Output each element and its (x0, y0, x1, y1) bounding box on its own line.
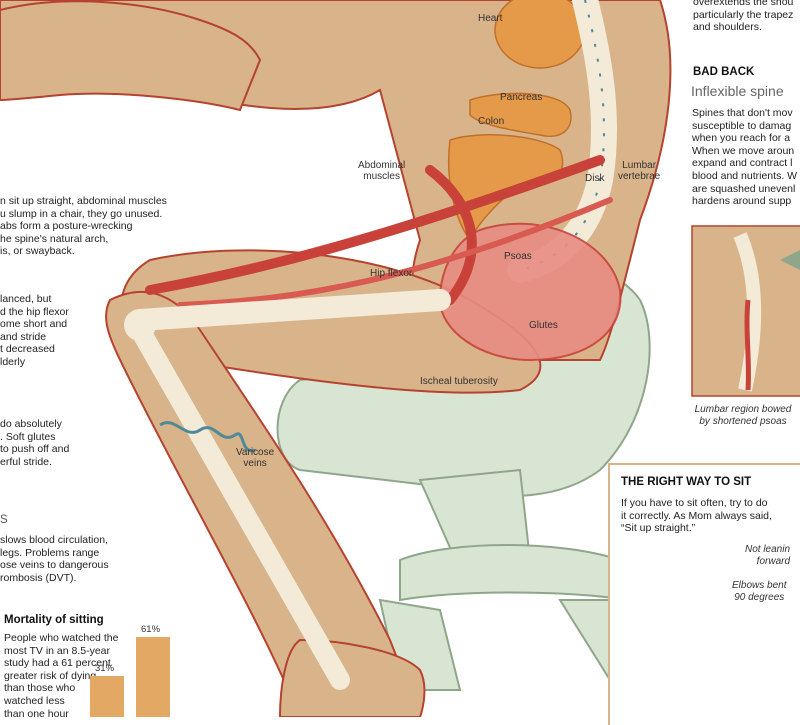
abs-line5: is, or swayback. (0, 245, 75, 258)
label-heart: Heart (478, 13, 503, 24)
mortality-bar-chart: 31% 61% (88, 618, 178, 717)
abs-line3: abs form a posture-wrecking (0, 220, 133, 233)
right-way-panel (608, 463, 800, 725)
label-varicose-line1: Varicose (236, 447, 275, 458)
organs (447, 0, 586, 242)
label-psoas: Psoas (504, 251, 532, 262)
bad-back-line5: expand and contract l (692, 157, 793, 170)
inset-caption: Lumbar region bowed by shortened psoas (688, 404, 798, 428)
label-colon: Colon (478, 116, 505, 127)
mortality-bar-1 (90, 676, 124, 717)
varicose-veins (159, 421, 256, 452)
bad-back-line2: susceptible to damag (692, 119, 792, 132)
mortality-bar-label-1: 31% (95, 663, 115, 674)
hip-line6: lderly (0, 355, 26, 368)
mortality-line4: greater risk of dying (4, 669, 97, 682)
leg-bones (124, 289, 451, 690)
bad-back-line3: when you reach for a (692, 132, 791, 145)
top-right-line3: and shoulders. (693, 21, 762, 34)
label-glutes: Glutes (529, 320, 558, 331)
label-abdominal-line1: Abdominal (358, 160, 406, 171)
note-elbows-bent: Elbows bent 90 degrees (732, 580, 786, 604)
bad-back-line1: Spines that don't mov (692, 107, 793, 119)
label-varicose-line2: veins (243, 458, 267, 469)
legs-line2: legs. Problems range (0, 546, 100, 559)
label-hip-flexor: Hip flexor (370, 268, 413, 279)
bad-back-title: BAD BACK (693, 66, 755, 78)
right-way-line3: “Sit up straight.” (621, 522, 696, 535)
mortality-line3: study had a 61 percent (4, 657, 111, 670)
bad-back-subtitle: Inflexible spine (691, 83, 784, 99)
mortality-bar-label-2: 61% (141, 624, 161, 635)
right-way-title: THE RIGHT WAY TO SIT (621, 476, 752, 488)
mortality-bar-2 (136, 637, 170, 717)
right-way-body: If you have to sit often, try to do it c… (621, 497, 772, 535)
top-right-line2: particularly the trapez (693, 8, 794, 21)
top-right-text: overextends the shou particularly the tr… (693, 0, 793, 34)
label-abdominal-muscles: Abdominal muscles (358, 160, 405, 182)
abs-line2: u slump in a chair, they go unused. (0, 207, 163, 220)
abs-text: n sit up straight, abdominal muscles u s… (0, 195, 167, 258)
label-lumbar-line2: vertebrae (618, 171, 661, 182)
glutes-line3: to push off and (0, 443, 70, 456)
right-way-line2: it correctly. As Mom always said, (621, 509, 772, 522)
label-disk: Disk (585, 173, 605, 184)
hip-line3: ome short and (0, 318, 68, 331)
glutes-line4: erful stride. (0, 455, 52, 468)
label-pancreas: Pancreas (500, 92, 543, 103)
glutes-line1: do absolutely (0, 418, 62, 430)
label-lumbar-line1: Lumbar (622, 160, 657, 171)
pelvis-and-muscles (145, 155, 622, 362)
bad-back-body: Spines that don't mov susceptible to dam… (692, 107, 797, 208)
glutes-text: do absolutely . Soft glutes to push off … (0, 418, 69, 468)
note-not-leaning-line1: Not leanin (745, 544, 791, 555)
bad-back-line8: hardens around supp (692, 195, 792, 208)
legs-text: slows blood circulation, legs. Problems … (0, 534, 109, 584)
hip-line1: lanced, but (0, 293, 52, 305)
mortality-line1: People who watched the (4, 632, 119, 644)
inset-caption-line2: by shortened psoas (699, 416, 787, 427)
top-right-line1: overextends the shou (693, 0, 794, 8)
label-lumbar-vertebrae: Lumbar vertebrae (618, 160, 660, 182)
glutes-line2: . Soft glutes (0, 430, 56, 443)
label-abdominal-line2: muscles (363, 171, 400, 182)
legs-heading: S (0, 514, 8, 526)
legs-line3: ose veins to dangerous (0, 559, 109, 572)
hip-line4: and stride (0, 330, 47, 343)
note-not-leaning: Not leanin forward (745, 544, 790, 568)
legs-line4: rombosis (DVT). (0, 571, 77, 584)
bad-back-line6: blood and nutrients. W (692, 169, 798, 182)
note-elbows-line2: 90 degrees (734, 592, 785, 603)
label-ischeal-tuberosity: Ischeal tuberosity (420, 376, 498, 387)
note-elbows-line1: Elbows bent (732, 580, 787, 591)
inset-caption-line1: Lumbar region bowed (694, 404, 792, 415)
legs-line1: slows blood circulation, (0, 534, 108, 546)
mortality-body: People who watched the most TV in an 8.5… (4, 632, 118, 720)
mortality-title: Mortality of sitting (4, 614, 104, 626)
hip-line5: t decreased (0, 343, 55, 356)
mortality-line2: most TV in an 8.5-year (4, 644, 111, 657)
mortality-line5: than those who (4, 682, 76, 695)
label-varicose-veins: Varicose veins (236, 447, 274, 469)
note-not-leaning-line2: forward (756, 556, 791, 567)
hip-line2: d the hip flexor (0, 305, 69, 318)
hip-text: lanced, but d the hip flexor ome short a… (0, 293, 69, 369)
bad-back-line4: When we move aroun (692, 144, 795, 157)
abs-line4: he spine's natural arch, (0, 232, 109, 245)
right-way-line1: If you have to sit often, try to do (621, 497, 768, 509)
mortality-line6: watched less (4, 694, 65, 707)
abs-line1: n sit up straight, abdominal muscles (0, 195, 167, 207)
inset-lumbar-illustration (691, 225, 800, 397)
bad-back-line7: are squashed unevenl (692, 182, 796, 195)
